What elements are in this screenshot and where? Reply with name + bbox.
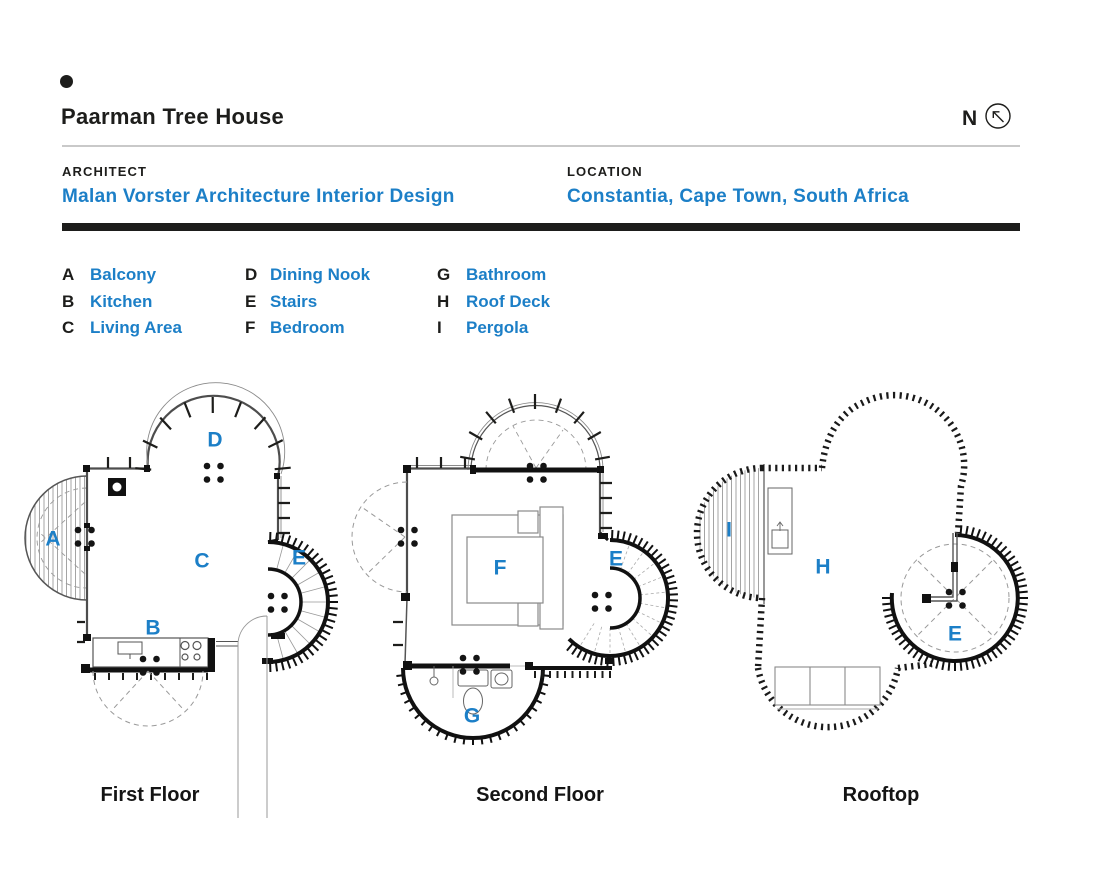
entry-door-and-walkway <box>216 615 268 818</box>
column-dots <box>74 526 95 547</box>
plan-caption-second-floor: Second Floor <box>476 784 604 806</box>
bathroom <box>396 663 612 745</box>
room-label-stairs-1: E <box>291 546 307 570</box>
header-divider <box>62 145 1020 147</box>
room-label-bedroom: F <box>493 556 507 580</box>
room-label-balcony: A <box>45 527 61 551</box>
column-dots <box>459 654 480 675</box>
column-dots <box>397 526 418 547</box>
column-dots <box>203 462 224 483</box>
sink-icon <box>490 669 513 689</box>
right-wall-mullions <box>600 481 612 530</box>
plan-caption-rooftop: Rooftop <box>842 784 920 806</box>
balcony-arc-mullions <box>460 394 610 461</box>
top-wall-mullions <box>106 457 132 468</box>
header-bullet-dot <box>60 75 73 88</box>
bench <box>774 666 881 710</box>
location-label: LOCATION <box>567 164 643 179</box>
column-dots <box>267 592 288 613</box>
architect-label: ARCHITECT <box>62 164 148 179</box>
room-label-living: C <box>194 549 210 573</box>
wall-corner-blocks <box>81 465 280 673</box>
kitchen-deck-ticks <box>94 673 208 680</box>
shower-icon <box>429 666 439 686</box>
room-label-dining: D <box>207 428 223 452</box>
first-floor-plan <box>24 382 338 818</box>
location-name: Constantia, Cape Town, South Africa <box>567 186 909 207</box>
room-label-pergola: I <box>726 518 732 542</box>
room-label-bathroom: G <box>463 704 481 728</box>
north-indicator: N <box>962 102 1012 135</box>
balcony-shape <box>24 475 88 601</box>
left-wall-stub-ticks <box>77 620 85 644</box>
wall-corner-blocks <box>401 465 604 670</box>
left-wall-stub-ticks <box>393 620 403 647</box>
rooftop-plan <box>693 391 1028 731</box>
kitchen-counter <box>92 637 209 668</box>
side-canopy-dashed <box>351 481 408 593</box>
compass-icon <box>984 102 1012 135</box>
toilet-icon <box>457 669 489 715</box>
top-wall-mullions <box>415 457 467 468</box>
room-label-roof-deck: H <box>815 555 831 579</box>
tree-canopy-dashed <box>92 670 204 727</box>
bed <box>451 506 564 630</box>
room-label-kitchen: B <box>145 616 161 640</box>
architect-name: Malan Vorster Architecture Interior Desi… <box>62 186 455 207</box>
page-title: Paarman Tree House <box>61 104 285 129</box>
pergola-slats <box>697 464 765 604</box>
dining-arc-mullions <box>135 396 291 471</box>
second-floor-plan <box>351 394 679 745</box>
roof-railing-outline <box>693 391 968 731</box>
column-dots <box>139 655 160 676</box>
spiral-stair <box>566 529 679 666</box>
column-dots <box>591 591 612 612</box>
column-dots <box>945 588 966 609</box>
right-wall-mullions <box>278 486 290 535</box>
first-floor-wall-outlines <box>146 382 286 538</box>
room-label-stairs-3: E <box>947 622 963 646</box>
stair-tower <box>882 525 1028 671</box>
first-floor-walls <box>85 394 281 640</box>
section-divider-bar <box>62 223 1020 231</box>
north-label: N <box>962 106 978 130</box>
fireplace-icon <box>108 478 126 496</box>
plan-caption-first-floor: First Floor <box>100 784 200 806</box>
room-label-stairs-2: E <box>608 547 624 571</box>
column-dots <box>526 462 547 483</box>
roof-hatch <box>767 487 793 555</box>
